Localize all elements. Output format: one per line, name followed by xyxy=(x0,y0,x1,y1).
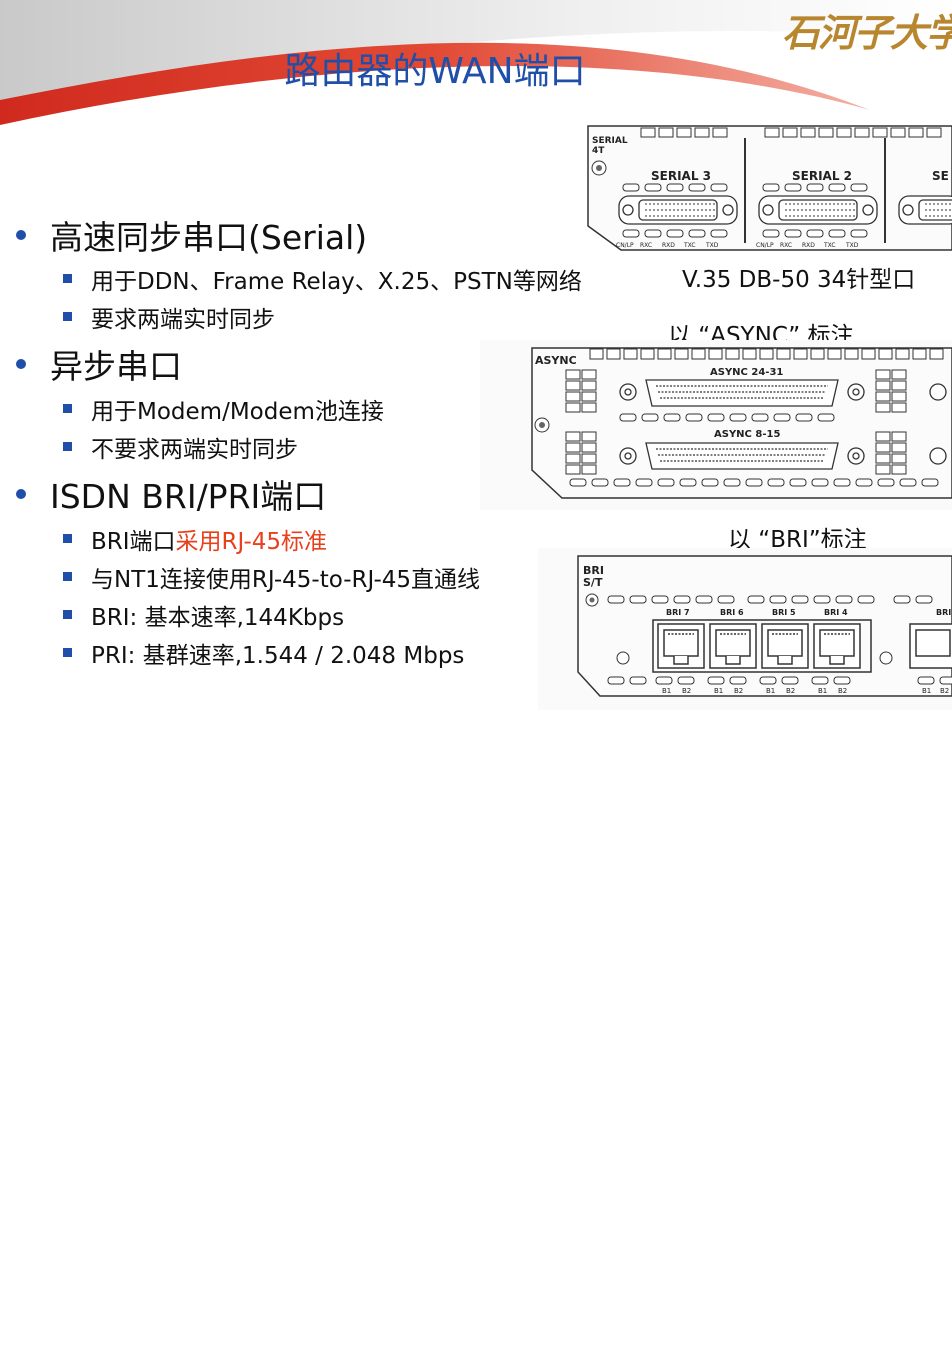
sub-bullet-square-icon xyxy=(63,442,72,451)
svg-text:CN/LP: CN/LP xyxy=(616,242,634,249)
async-connector xyxy=(645,379,839,407)
serial-port-label: SE xyxy=(932,169,949,183)
sub-bullet-item: PRI: 基群速率,1.544 / 2.048 Mbps xyxy=(91,643,465,669)
serial-module-figure: SERIAL 4T SERIAL 3 SERIAL 2 SE CN/LP RXC… xyxy=(583,118,952,256)
sub-bullet-item: BRI端口采用RJ-45标准 xyxy=(91,522,327,556)
svg-text:BRI 4: BRI 4 xyxy=(824,608,848,617)
svg-text:RXC: RXC xyxy=(640,242,652,249)
sub-bullet-item: 不要求两端实时同步 xyxy=(91,437,298,463)
bullet-serial: 高速同步串口(Serial) xyxy=(50,218,368,257)
async-led-block xyxy=(565,431,597,475)
svg-text:B1: B1 xyxy=(922,687,931,695)
sub-bullet-item: 与NT1连接使用RJ-45-to-RJ-45直通线 xyxy=(91,567,481,593)
sub-bullet-item: 用于Modem/Modem池连接 xyxy=(91,399,384,425)
banner-gray-swoosh xyxy=(0,0,952,105)
bullet-dot-icon xyxy=(16,230,26,240)
bri-module-figure: BRI S/T BRI 7 BRI 6 BRI 5 BRI 4 BRI B1 B2… xyxy=(538,548,952,710)
svg-text:BRI 6: BRI 6 xyxy=(720,608,744,617)
serial-port-label: SERIAL 2 xyxy=(792,169,852,183)
highlight-text: 采用RJ-45标准 xyxy=(175,529,328,555)
bullet-dot-icon xyxy=(16,489,26,499)
sub-bullet-item: BRI: 基本速率,144Kbps xyxy=(91,605,345,631)
sub-bullet-square-icon xyxy=(63,648,72,657)
svg-text:BRI 5: BRI 5 xyxy=(772,608,796,617)
bri-port-labels: BRI 7 BRI 6 BRI 5 BRI 4 BRI xyxy=(666,608,951,617)
async-led-block xyxy=(565,369,597,413)
sub-bullet-square-icon xyxy=(63,610,72,619)
bullet-async: 异步串口 xyxy=(50,347,182,386)
svg-text:B1: B1 xyxy=(662,687,671,695)
svg-text:B1: B1 xyxy=(714,687,723,695)
svg-text:TXC: TXC xyxy=(823,242,836,249)
sub-bullet-square-icon xyxy=(63,312,72,321)
svg-text:RXC: RXC xyxy=(780,242,792,249)
svg-text:B2: B2 xyxy=(734,687,743,695)
svg-text:B2: B2 xyxy=(786,687,795,695)
serial-caption: V.35 DB-50 34针型口 xyxy=(682,267,916,293)
svg-text:B1: B1 xyxy=(818,687,827,695)
sub-bullet-square-icon xyxy=(63,534,72,543)
async-led-block xyxy=(875,431,907,475)
async-panel-label: ASYNC xyxy=(535,354,577,367)
async-connector xyxy=(645,442,839,470)
svg-text:TXC: TXC xyxy=(683,242,696,249)
svg-text:B1: B1 xyxy=(766,687,775,695)
sub-bullet-square-icon xyxy=(63,274,72,283)
header-banner xyxy=(0,0,952,125)
bullet-isdn: ISDN BRI/PRI端口 xyxy=(50,477,327,516)
svg-text:RXD: RXD xyxy=(802,242,815,249)
serial-port-label: SERIAL 3 xyxy=(651,169,711,183)
async-led-block xyxy=(875,369,907,413)
serial-panel-sublabel: 4T xyxy=(592,146,605,156)
async-port-label: ASYNC 8-15 xyxy=(714,429,780,440)
sub-bullet-square-icon xyxy=(63,572,72,581)
async-port-label: ASYNC 24-31 xyxy=(710,367,783,378)
svg-text:B2: B2 xyxy=(682,687,691,695)
sub-bullet-square-icon xyxy=(63,404,72,413)
university-logo: 石河子大学 xyxy=(782,10,952,55)
slide-title: 路由器的WAN端口 xyxy=(284,51,586,92)
svg-text:BRI 7: BRI 7 xyxy=(666,608,690,617)
svg-text:BRI: BRI xyxy=(936,608,951,617)
sub-bullet-item: 要求两端实时同步 xyxy=(91,307,275,333)
banner-red-swoosh xyxy=(0,42,870,125)
serial-pin-labels: CN/LP RXC RXD TXC TXD CN/LP RXC RXD TXC … xyxy=(616,242,859,249)
bullet-dot-icon xyxy=(16,359,26,369)
svg-text:TXD: TXD xyxy=(705,242,719,249)
rj45-port-group xyxy=(652,619,952,673)
sub-bullet-item: 用于DDN、Frame Relay、X.25、PSTN等网络 xyxy=(91,269,582,295)
svg-text:TXD: TXD xyxy=(845,242,859,249)
svg-text:B2: B2 xyxy=(838,687,847,695)
svg-text:CN/LP: CN/LP xyxy=(756,242,774,249)
async-module-figure: ASYNC ASYNC 24-31 ASYNC 8-15 xyxy=(480,340,952,510)
svg-text:RXD: RXD xyxy=(662,242,675,249)
bri-channel-labels: B1 B2 B1 B2 B1 B2 B1 B2 B1 B2 xyxy=(662,687,949,695)
bri-panel-label: BRI xyxy=(583,564,604,577)
svg-text:B2: B2 xyxy=(940,687,949,695)
sub-bullet-text: BRI端口 xyxy=(91,529,176,555)
bri-panel-sublabel: S/T xyxy=(583,576,603,589)
serial-panel-label: SERIAL xyxy=(592,136,628,146)
